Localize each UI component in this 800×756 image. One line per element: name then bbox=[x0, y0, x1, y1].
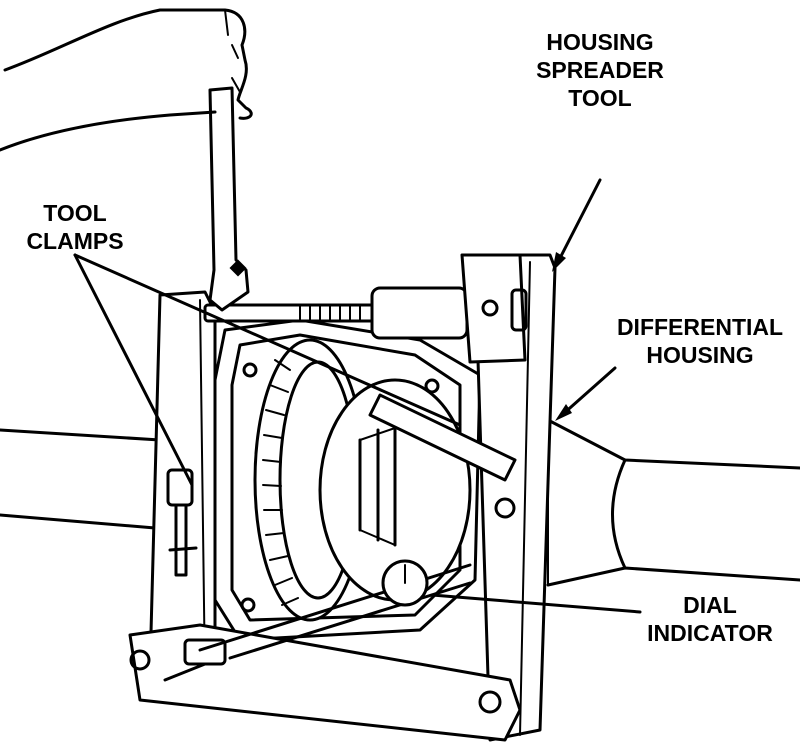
hand bbox=[0, 8, 253, 152]
leader-tool-clamps-a bbox=[73, 253, 462, 427]
axle-left bbox=[0, 428, 162, 530]
leader-housing-spreader-tool bbox=[556, 178, 602, 264]
axle-right bbox=[546, 418, 800, 587]
label-dial-indicator: DIAL INDICATOR bbox=[647, 592, 773, 646]
wrench-handle bbox=[208, 86, 250, 312]
label-housing-spreader-tool-line2: SPREADER bbox=[536, 57, 664, 83]
indicator-probe-arm bbox=[368, 393, 517, 482]
arrowhead-housing-spreader-tool bbox=[552, 252, 566, 272]
tool-clamp-left bbox=[166, 468, 198, 577]
label-housing-spreader-tool-line3: TOOL bbox=[568, 85, 631, 111]
label-tool-clamps-line2: CLAMPS bbox=[26, 228, 123, 254]
spreader-screw bbox=[203, 253, 528, 364]
label-dial-indicator-line2: INDICATOR bbox=[647, 620, 773, 646]
spreader-bottom-plate bbox=[128, 623, 522, 742]
leader-differential-housing bbox=[560, 366, 617, 417]
label-differential-housing-line1: DIFFERENTIAL bbox=[617, 314, 783, 340]
label-differential-housing-line2: HOUSING bbox=[646, 342, 753, 368]
label-tool-clamps: TOOL CLAMPS bbox=[26, 200, 123, 254]
label-housing-spreader-tool-line1: HOUSING bbox=[546, 29, 653, 55]
dial-indicator-assembly bbox=[198, 559, 472, 660]
leader-dial-indicator bbox=[430, 593, 642, 614]
label-dial-indicator-line1: DIAL bbox=[683, 592, 737, 618]
arrowhead-differential-housing bbox=[555, 404, 572, 421]
leader-tool-clamps-b bbox=[73, 253, 194, 487]
label-tool-clamps-line1: TOOL bbox=[43, 200, 106, 226]
label-differential-housing: DIFFERENTIAL HOUSING bbox=[617, 314, 783, 368]
leader-lines bbox=[73, 178, 642, 614]
label-housing-spreader-tool: HOUSING SPREADER TOOL bbox=[536, 29, 664, 111]
